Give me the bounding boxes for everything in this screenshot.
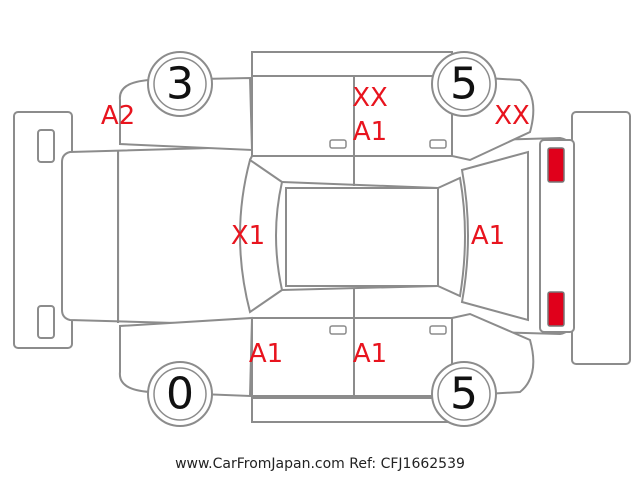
damage-code-rear-right-corner: XX bbox=[494, 101, 530, 131]
reference-footer: www.CarFromJapan.com Ref: CFJ1662539 bbox=[0, 456, 640, 472]
damage-code-tailgate: A1 bbox=[471, 221, 505, 251]
damage-code-front-door: A1 bbox=[249, 339, 283, 369]
tire-rear-right-label: 5 bbox=[450, 59, 478, 110]
tire-front-right-label: 5 bbox=[450, 369, 478, 420]
door-handle-lower-rear bbox=[430, 326, 446, 334]
damage-code-hood: X1 bbox=[231, 221, 265, 251]
door-handle-upper-rear bbox=[430, 140, 446, 148]
damage-code-rear-left-corner: A2 bbox=[101, 101, 135, 131]
tire-front-left-label: 0 bbox=[166, 369, 194, 420]
tire-rear-right: 5 bbox=[432, 52, 496, 116]
roof bbox=[286, 188, 438, 286]
door-handle-lower-front bbox=[330, 326, 346, 334]
damage-code-roof-1: XX bbox=[352, 83, 388, 113]
tire-front-left: 0 bbox=[148, 362, 212, 426]
tire-rear-left: 3 bbox=[148, 52, 212, 116]
door-handle-upper-front bbox=[330, 140, 346, 148]
tire-rear-left-label: 3 bbox=[166, 59, 194, 110]
tire-front-right: 5 bbox=[432, 362, 496, 426]
rear-window bbox=[438, 178, 465, 296]
taillamp-lower bbox=[548, 292, 564, 326]
taillamp-upper bbox=[548, 148, 564, 182]
damage-code-rear-door: A1 bbox=[353, 339, 387, 369]
damage-code-roof-2: A1 bbox=[353, 117, 387, 147]
